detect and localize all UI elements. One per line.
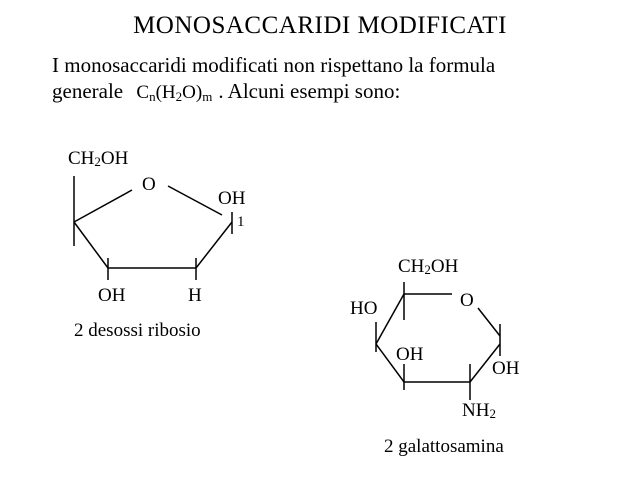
deoxyribose-caption: 2 desossi ribosio bbox=[74, 320, 201, 341]
galactosamine-c1-oh: OH bbox=[492, 358, 520, 379]
deoxyribose-bond-o-c1 bbox=[167, 185, 223, 216]
deoxyribose-c1-oh: OH bbox=[218, 188, 246, 209]
intro-text: I monosaccaridi modificati non rispettan… bbox=[52, 52, 632, 110]
galactosamine-bond-c3-c4 bbox=[375, 343, 405, 383]
deoxyribose-c1-number: 1 bbox=[237, 214, 245, 230]
intro-line-2-suffix: . Alcuni esempi sono: bbox=[218, 79, 401, 103]
deoxyribose-c3-oh: OH bbox=[98, 285, 126, 306]
galactosamine-c2-nh2: NH2 bbox=[462, 400, 496, 421]
galactosamine-ch2oh-label: CH2OH bbox=[398, 256, 459, 277]
slide-title: MONOSACCARIDI MODIFICATI bbox=[133, 12, 507, 39]
deoxyribose-bond-c3-c4 bbox=[73, 221, 109, 269]
intro-line-2-prefix: generale bbox=[52, 79, 124, 103]
galactosamine-bond-c4-c5 bbox=[375, 293, 405, 345]
galactosamine-c3-oh: OH bbox=[396, 344, 424, 365]
intro-line-2: generale Cn(H2O)m. Alcuni esempi sono: bbox=[52, 78, 632, 110]
deoxyribose-ring-oxygen: O bbox=[142, 174, 156, 195]
deoxyribose-bond-c4-o bbox=[73, 189, 133, 223]
deoxyribose-c2-h: H bbox=[188, 285, 202, 306]
galactosamine-bond-o-c1 bbox=[477, 307, 501, 337]
deoxyribose-ch2oh-label: CH2OH bbox=[68, 148, 129, 169]
general-formula: Cn(H2O)m bbox=[136, 82, 213, 104]
galactosamine-bond-c1-c2 bbox=[469, 343, 501, 383]
intro-line-1: I monosaccaridi modificati non rispettan… bbox=[52, 53, 496, 77]
galactosamine-ring-oxygen: O bbox=[460, 290, 474, 311]
galactosamine-c4-ho: HO bbox=[350, 298, 378, 319]
deoxyribose-bond-c1-c2 bbox=[195, 221, 233, 269]
galactosamine-caption: 2 galattosamina bbox=[384, 436, 504, 457]
